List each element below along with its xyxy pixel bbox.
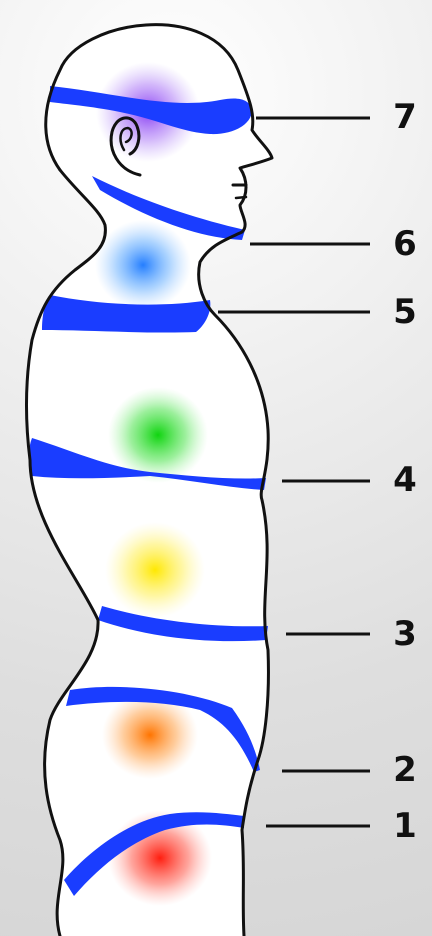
- solar-plexus-glow: [105, 522, 205, 618]
- chakra-label-1: 1: [387, 809, 423, 843]
- chakra-label-5: 5: [387, 295, 423, 329]
- chakra-label-6: 6: [387, 227, 423, 261]
- throat-glow: [95, 220, 191, 310]
- chakra-label-3: 3: [387, 617, 423, 651]
- lip-line: [236, 197, 246, 198]
- chakra-label-2: 2: [387, 753, 423, 787]
- chakra-label-4: 4: [387, 463, 423, 497]
- chakra-label-7: 7: [387, 100, 423, 134]
